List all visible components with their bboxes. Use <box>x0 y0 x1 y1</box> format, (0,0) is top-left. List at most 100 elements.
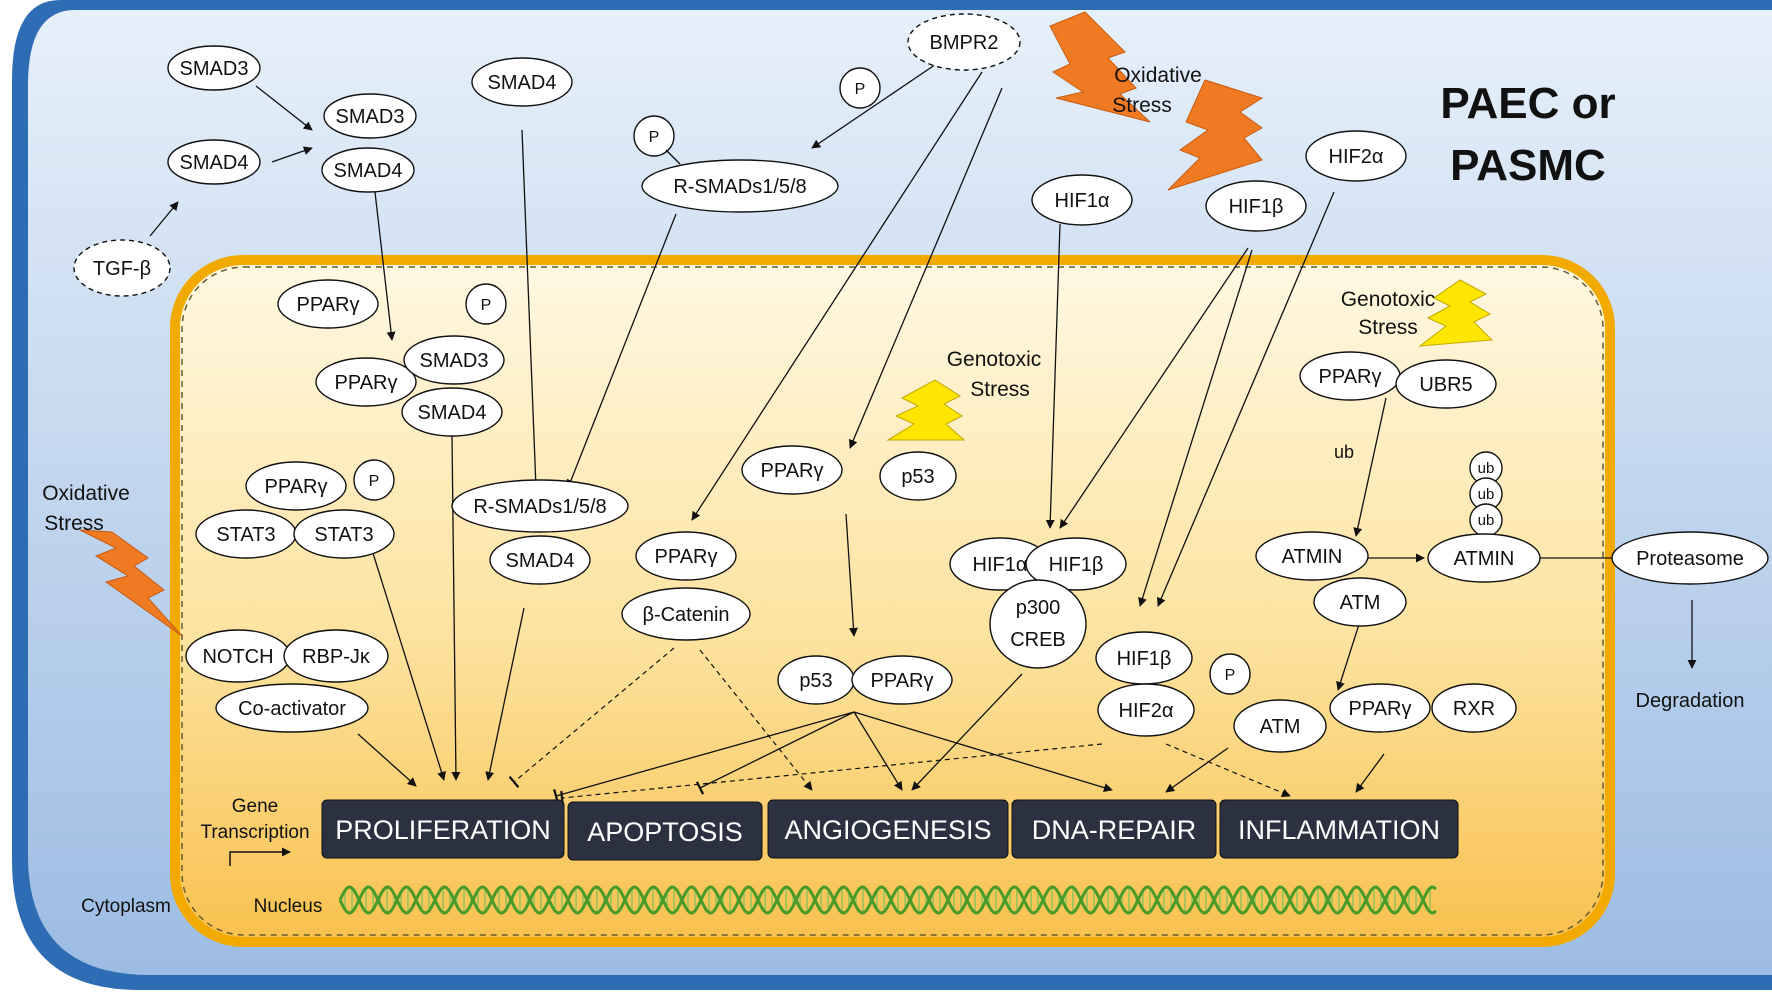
rsmads-nuc-label: R-SMADs1/5/8 <box>473 496 606 518</box>
atm-2-label: ATM <box>1260 716 1301 738</box>
smad3-top-node <box>167 45 261 91</box>
hif1a-nuc-label: HIF1α <box>973 554 1028 576</box>
stat3-b-node <box>293 509 395 559</box>
ppary-8-node <box>1329 683 1431 733</box>
ppary-4-node <box>635 531 737 581</box>
gene-transcription-line1: Gene <box>232 796 278 817</box>
rbpjk-label: RBP-Jκ <box>302 646 371 668</box>
cell-type-title: PAEC or PASMC <box>1440 79 1615 190</box>
gene-transcription-line2: Transcription <box>200 822 309 843</box>
smad4-nuc-node <box>401 387 503 437</box>
ppary-2-node <box>315 357 417 407</box>
phospho-rsmads-label: P <box>649 129 660 146</box>
degradation-label: Degradation <box>1636 690 1745 712</box>
phospho-atm-label: P <box>1225 667 1236 684</box>
hif1a-cyto-label: HIF1α <box>1055 190 1110 212</box>
phospho-atm-node <box>1209 653 1251 695</box>
smad4-complex-label: SMAD4 <box>334 160 403 182</box>
bmpr2-label: BMPR2 <box>930 32 999 54</box>
ppary-6-label: PPARγ <box>871 670 934 692</box>
ppary-3-node <box>245 461 347 511</box>
phospho-bmpr2-node <box>839 67 881 109</box>
phospho-bmpr2-label: P <box>855 81 866 98</box>
p300-creb-node <box>989 579 1087 669</box>
atmin-2-node <box>1427 533 1541 583</box>
ub-chain-1-label: ub <box>1478 460 1495 477</box>
tgf-beta-label: TGF-β <box>93 258 151 280</box>
creb-label: CREB <box>1010 629 1066 651</box>
nucleus-envelope <box>181 266 1604 936</box>
smad4-nuc2-node <box>489 535 591 585</box>
genotoxic-stress-bolt-right <box>1418 279 1494 347</box>
smad4-left-label: SMAD4 <box>180 152 249 174</box>
ppary-2-label: PPARγ <box>335 372 398 394</box>
rsmads-nuc-node <box>451 479 629 533</box>
outcome-box-angiogenesis <box>767 799 1009 859</box>
rsmads-cyto-label: R-SMADs1/5/8 <box>673 176 806 198</box>
oxidative-stress-left-line1: Oxidative <box>42 482 130 505</box>
p53-label: p53 <box>901 466 934 488</box>
smad4-complex-node <box>321 147 415 193</box>
ub-label: ub <box>1334 442 1354 462</box>
bmpr2-node <box>907 13 1021 71</box>
hif1b-cyto-node <box>1205 180 1307 232</box>
rxr-node <box>1431 683 1517 733</box>
oxidative-stress-bolt-top-2 <box>1167 79 1264 191</box>
phospho-rsmads-node <box>633 115 675 157</box>
pathway-dashed-edges <box>508 647 1291 806</box>
rbpjk-node <box>283 629 389 683</box>
hif2a-nuc-node <box>1097 683 1195 737</box>
smad3-nuc-node <box>403 335 505 385</box>
atmin-2-label: ATMIN <box>1454 548 1515 570</box>
phospho-smad3-node <box>465 283 507 325</box>
outcome-boxes: PROLIFERATION APOPTOSIS ANGIOGENESIS DNA… <box>321 799 1459 861</box>
title-line2: PASMC <box>1450 141 1606 190</box>
proteasome-node <box>1611 531 1769 585</box>
smad4-left-node <box>167 139 261 185</box>
ppary-5-label: PPARγ <box>761 460 824 482</box>
genotoxic-stress-center-line2: Stress <box>970 378 1030 401</box>
pathway-edges <box>149 55 1697 804</box>
p300-label: p300 <box>1016 597 1061 619</box>
atmin-1-label: ATMIN <box>1282 546 1343 568</box>
outcome-box-dna-repair <box>1011 799 1217 859</box>
phospho-smad3-label: P <box>481 297 492 314</box>
ppary-4-label: PPARγ <box>655 546 718 568</box>
atmin-1-node <box>1255 531 1369 581</box>
tgf-beta-node <box>73 239 171 297</box>
coactivator-label: Co-activator <box>238 698 346 720</box>
outcome-box-apoptosis <box>567 801 763 861</box>
ub-chain-3-label: ub <box>1478 512 1495 529</box>
smad3-complex-label: SMAD3 <box>336 106 405 128</box>
outcome-angiogenesis: ANGIOGENESIS <box>784 815 991 845</box>
atm-1-node <box>1313 577 1407 627</box>
outcome-box-proliferation <box>321 799 565 859</box>
outcome-inflammation: INFLAMMATION <box>1238 815 1440 845</box>
nucleus-label: Nucleus <box>254 896 323 917</box>
hif2a-nuc-label: HIF2α <box>1119 700 1174 722</box>
hif1b-cyto-label: HIF1β <box>1229 196 1284 218</box>
phospho-stat3-node <box>353 459 395 501</box>
rsmads-cyto-node <box>641 159 839 213</box>
oxidative-stress-top-line2: Stress <box>1112 94 1172 117</box>
oxidative-stress-top-line1: Oxidative <box>1114 64 1202 87</box>
ppary-1-node <box>277 279 379 329</box>
smad4-free-node <box>471 57 573 107</box>
hif2a-cyto-node <box>1305 130 1407 182</box>
atm-1-label: ATM <box>1340 592 1381 614</box>
genotoxic-stress-right-line2: Stress <box>1358 316 1418 339</box>
hif1b-nuc2-label: HIF1β <box>1117 648 1172 670</box>
hif2a-cyto-label: HIF2α <box>1329 146 1384 168</box>
stat3-b-label: STAT3 <box>314 524 373 546</box>
transcription-arrow <box>229 847 291 866</box>
beta-catenin-node <box>621 587 751 641</box>
smad3-complex-node <box>323 93 417 139</box>
ppary-7-label: PPARγ <box>1319 366 1382 388</box>
atm-2-node <box>1233 699 1327 753</box>
ppary-6-node <box>851 655 953 705</box>
rxr-label: RXR <box>1453 698 1495 720</box>
title-line1: PAEC or <box>1440 79 1615 128</box>
outcome-proliferation: PROLIFERATION <box>335 815 551 845</box>
dna-strand-2 <box>338 885 1437 915</box>
